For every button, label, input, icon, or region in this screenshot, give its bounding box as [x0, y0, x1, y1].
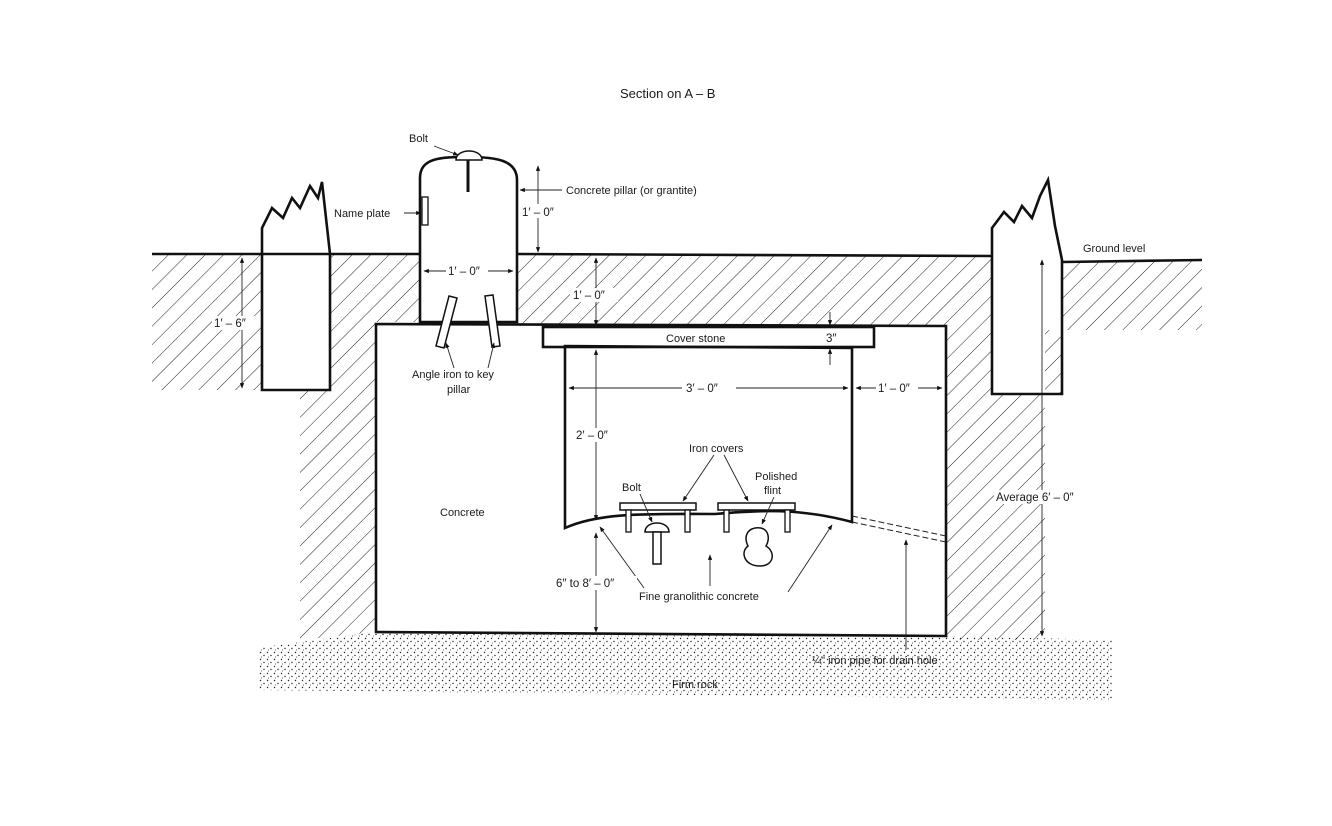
witness-post-left — [260, 181, 332, 392]
earth-hatching — [152, 254, 1202, 640]
pillar-width-dim: 1′ – 0″ — [448, 266, 480, 278]
diagram-title: Section on A – B — [620, 86, 715, 101]
cover-stone-label: Cover stone — [666, 333, 725, 345]
post-depth-dim: 1′ – 6″ — [214, 318, 246, 330]
chamber-width-dim: 3′ – 0″ — [686, 383, 718, 395]
angle-irons — [435, 294, 501, 349]
side-wall-dim: 1′ – 0″ — [878, 383, 910, 395]
concrete-label: Concrete — [440, 507, 485, 519]
firm-rock-band — [258, 632, 1112, 700]
polished-flint — [743, 527, 773, 567]
ground-level-label: Ground level — [1083, 243, 1145, 255]
pillar-bolt — [455, 150, 483, 192]
lower-bolt — [644, 522, 670, 565]
bolt-top-label: Bolt — [409, 133, 428, 145]
polished-flint-label-1: Polished — [755, 471, 797, 483]
average-depth-dim: Average 6′ – 0″ — [996, 492, 1074, 504]
angle-iron-label-1: Angle iron to key — [412, 369, 494, 381]
pillar-height-dim: 1′ – 0″ — [522, 207, 554, 219]
base-depth-dim: 6″ to 8′ – 0″ — [556, 578, 614, 590]
cover-thickness-dim: 3″ — [826, 333, 836, 345]
polished-flint-label-2: flint — [764, 485, 781, 497]
leader-lines — [404, 145, 833, 593]
witness-post-right — [990, 175, 1064, 396]
firm-rock-label: Firm rock — [672, 679, 718, 691]
iron-pipe-label: ¼" iron pipe for drain hole — [812, 655, 938, 667]
chamber-height-dim: 2′ – 0″ — [576, 430, 608, 442]
ground-line — [152, 252, 1203, 264]
drain-pipe — [851, 515, 947, 543]
angle-iron-label-2: pillar — [447, 384, 471, 396]
cover-depth-dim: 1′ – 0″ — [573, 290, 605, 302]
fine-granolithic-label: Fine granolithic concrete — [639, 591, 759, 603]
name-plate-label: Name plate — [334, 208, 390, 220]
iron-covers — [619, 502, 796, 533]
concrete-pillar-label: Concrete pillar (or grantite) — [566, 185, 697, 197]
bolt-lower-label: Bolt — [622, 482, 641, 494]
name-plate — [421, 196, 429, 226]
concrete-block — [374, 322, 948, 638]
cover-stone — [541, 325, 876, 349]
iron-covers-label: Iron covers — [689, 443, 744, 455]
